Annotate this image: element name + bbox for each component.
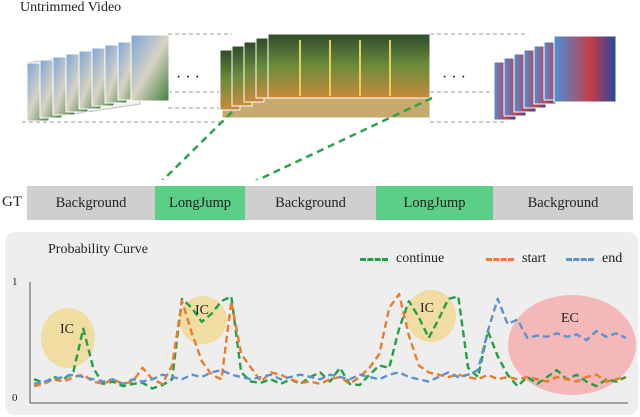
y-tick-0: 0	[12, 392, 18, 404]
guide-lines	[22, 33, 525, 123]
legend-start-swatch	[486, 257, 514, 261]
frame-stack-3	[493, 35, 617, 121]
legend-end-label: end	[602, 251, 623, 266]
ic-highlight-1	[41, 308, 95, 368]
gt-segment-background-2: Background	[245, 186, 376, 220]
legend-end-swatch	[566, 257, 594, 261]
ellipsis-2: · · ·	[442, 69, 466, 86]
legend-start-label: start	[522, 251, 547, 266]
gt-segment-background-3: Background	[493, 186, 633, 220]
ic-highlight-3	[406, 290, 456, 342]
gt-segment-longjump-2: LongJump	[376, 186, 493, 220]
y-tick-1: 1	[12, 276, 18, 288]
series-layer	[33, 293, 627, 390]
annotation-ec: EC	[561, 311, 579, 326]
legend-continue-swatch	[360, 257, 388, 261]
video-frames-illustration: · · · · · ·	[22, 33, 617, 180]
gt-segment-background-1: Background	[27, 186, 155, 220]
legend-continue: continue	[360, 251, 444, 267]
legend-start: start	[486, 251, 546, 267]
series-continue-line	[33, 295, 627, 390]
ellipsis-1: · · ·	[176, 69, 200, 86]
annotation-ic-3: IC	[420, 301, 434, 316]
legend-continue-label: continue	[396, 251, 445, 266]
zoom-lines	[161, 96, 433, 180]
legend-end: end	[566, 251, 622, 267]
gt-segment-longjump-1: LongJump	[155, 186, 245, 220]
probability-curve-title: Probability Curve	[48, 242, 148, 257]
frame-stack-1	[26, 34, 170, 122]
annotation-ic-2: IC	[195, 303, 209, 318]
frame-stack-2	[219, 33, 431, 119]
video-title: Untrimmed Video	[20, 0, 122, 15]
ec-highlight	[508, 295, 636, 395]
annotation-ic-1: IC	[60, 322, 74, 337]
gt-label: GT	[2, 194, 22, 210]
series-end-line	[33, 297, 627, 386]
series-start-line	[33, 293, 627, 388]
